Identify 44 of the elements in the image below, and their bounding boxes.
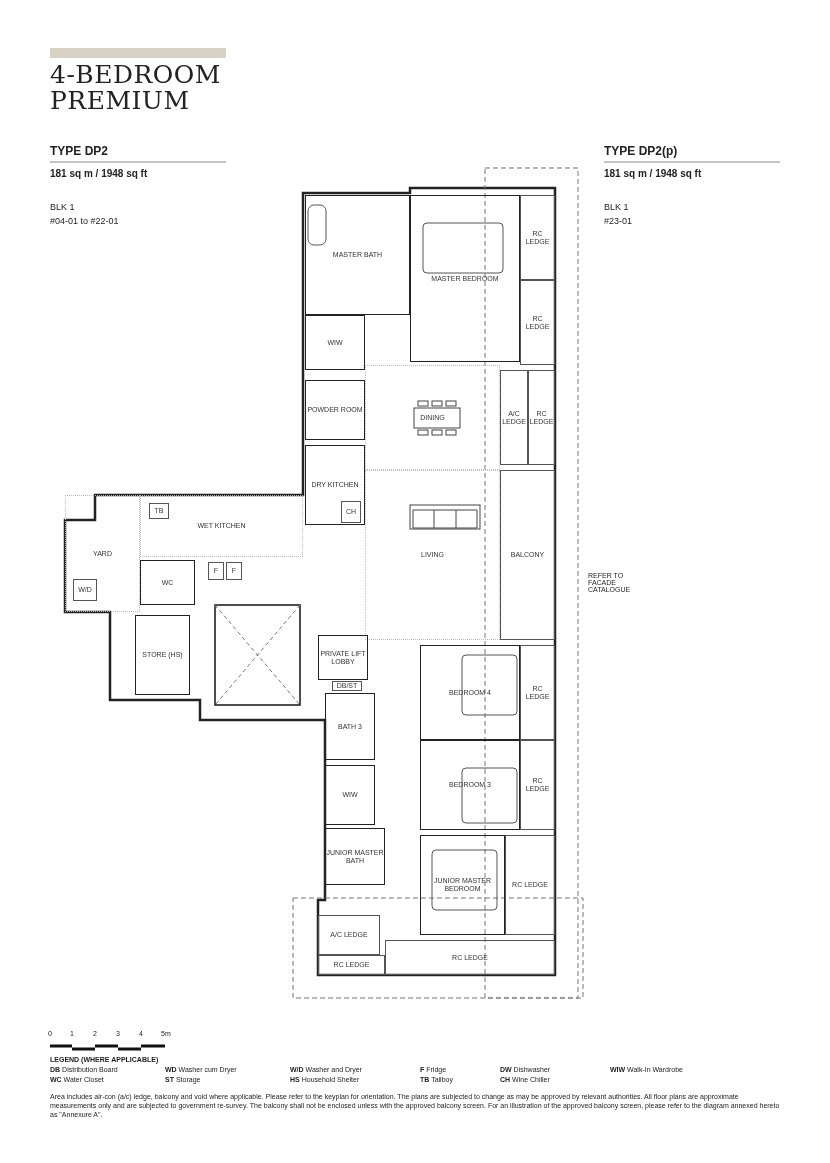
- room-outline: [305, 445, 365, 525]
- unit-range-text: #23-01: [604, 216, 633, 226]
- block-text: BLK 1: [50, 202, 75, 212]
- room-outline: [385, 940, 555, 975]
- room-outline: [520, 195, 555, 280]
- room-outline: [410, 195, 520, 362]
- room-outline: [520, 645, 555, 740]
- area-text: 181 sq m / 1948 sq ft: [604, 168, 702, 179]
- room-outline: [149, 503, 169, 519]
- area-text: 181 sq m / 1948 sq ft: [50, 168, 148, 179]
- room-area: [140, 495, 303, 557]
- room-outline: [140, 560, 195, 605]
- room-outline: [318, 955, 385, 975]
- room-outline: [520, 740, 555, 830]
- room-outline: [500, 370, 528, 465]
- room-outline: [318, 635, 368, 680]
- room-area: [365, 365, 500, 470]
- room-outline: [332, 681, 362, 691]
- room-outline: [135, 615, 190, 695]
- room-outline: [318, 915, 380, 955]
- room-outline: [520, 280, 555, 365]
- room-outline: [420, 835, 505, 935]
- room-area: [65, 495, 140, 612]
- room-outline: [505, 835, 555, 935]
- title: 4-BEDROOM PREMIUM: [50, 62, 222, 114]
- room-outline: [420, 740, 520, 830]
- room-outline: [528, 370, 555, 465]
- room-outline: [325, 828, 385, 885]
- room-outline: [500, 470, 555, 640]
- room-outline: [325, 693, 375, 760]
- room-outline: [305, 315, 365, 370]
- room-outline: [226, 562, 242, 580]
- room-outline: [208, 562, 224, 580]
- type-heading: TYPE DP2: [50, 144, 109, 158]
- room-outline: [305, 195, 410, 315]
- block-text: BLK 1: [604, 202, 629, 212]
- room-area: [365, 470, 500, 640]
- room-outline: [325, 765, 375, 825]
- room-outline: [420, 645, 520, 740]
- room-outline: [341, 501, 361, 523]
- unit-range-text: #04-01 to #22-01: [50, 216, 119, 226]
- room-outline: [305, 380, 365, 440]
- room-outline: [73, 579, 97, 601]
- type-heading: TYPE DP2(p): [604, 144, 678, 158]
